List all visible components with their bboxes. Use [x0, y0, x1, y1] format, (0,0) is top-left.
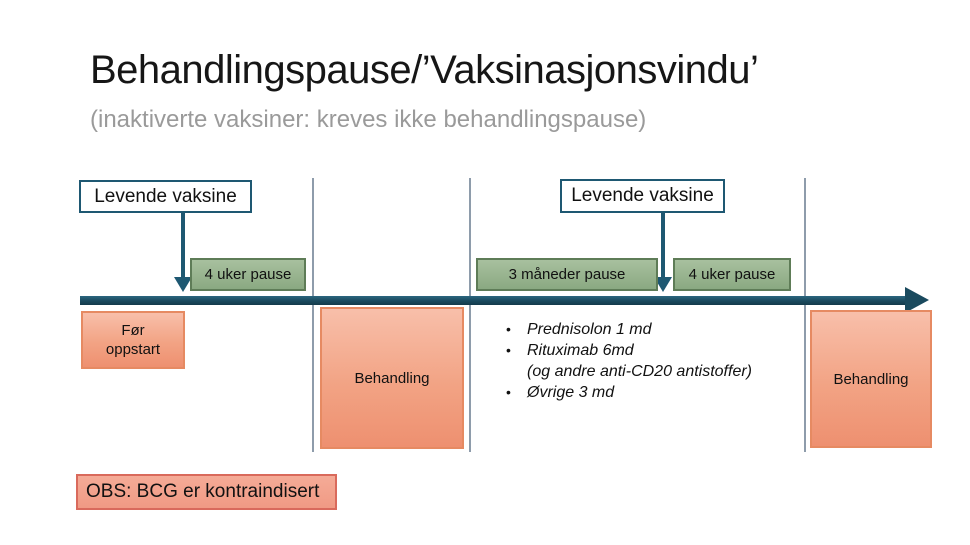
timeline-arrowhead-icon: [905, 287, 929, 313]
list-item: • Rituximab 6md: [506, 340, 752, 361]
live-vaccine-label-1: Levende vaksine: [94, 185, 237, 207]
list-item-continuation: (og andre anti-CD20 antistoffer): [506, 361, 752, 382]
bullet-icon: •: [506, 342, 511, 358]
bullet-icon: •: [506, 384, 511, 400]
down-arrow-2-head-icon: [654, 277, 672, 292]
phase-divider-3: [804, 178, 806, 452]
bullet-spacer: [506, 361, 527, 382]
pause-box-label: 4 uker pause: [688, 266, 776, 283]
phase-divider-2: [469, 178, 471, 452]
pause-box-label: 4 uker pause: [204, 266, 292, 283]
phase-divider-1: [312, 178, 314, 452]
list-item: • Prednisolon 1 md: [506, 319, 752, 340]
down-arrow-2-stem: [661, 212, 665, 277]
list-item: • Øvrige 3 md: [506, 382, 752, 403]
pause-box-4-weeks-2: 4 uker pause: [673, 258, 791, 291]
phase-before-line-2: oppstart: [105, 341, 161, 358]
live-vaccine-box-2: Levende vaksine: [560, 179, 725, 213]
contraindication-note-text: OBS: BCG er kontraindisert: [86, 481, 320, 502]
phase-box-treatment-1: Behandling: [320, 307, 464, 449]
list-item-text: (og andre anti-CD20 antistoffer): [527, 363, 752, 380]
list-item-text: Prednisolon 1 md: [527, 321, 652, 338]
slide-subtitle: (inaktiverte vaksiner: kreves ikke behan…: [90, 106, 647, 133]
live-vaccine-label-2: Levende vaksine: [571, 185, 714, 206]
phase-box-before-start: Før oppstart: [81, 311, 185, 369]
list-item-text: Øvrige 3 md: [527, 384, 615, 401]
phase-treatment-label: Behandling: [354, 369, 430, 387]
phase-before-line-1: Før: [121, 322, 145, 339]
pause-details-list: • Prednisolon 1 md • Rituximab 6md (og a…: [506, 319, 752, 403]
bullet-icon: •: [506, 321, 511, 337]
live-vaccine-box-1: Levende vaksine: [79, 180, 252, 213]
contraindication-note-box: OBS: BCG er kontraindisert: [76, 474, 337, 510]
down-arrow-1-head-icon: [174, 277, 192, 292]
pause-box-4-weeks-1: 4 uker pause: [190, 258, 306, 291]
slide-title: Behandlingspause/’Vaksinasjonsvindu’: [90, 48, 759, 92]
phase-box-treatment-2: Behandling: [810, 310, 932, 448]
phase-treatment-label: Behandling: [833, 370, 909, 388]
pause-box-label: 3 måneder pause: [508, 266, 626, 283]
list-item-text: Rituximab 6md: [527, 342, 634, 359]
down-arrow-1-stem: [181, 212, 185, 277]
pause-box-3-months: 3 måneder pause: [476, 258, 658, 291]
timeline-bar: [80, 296, 908, 305]
